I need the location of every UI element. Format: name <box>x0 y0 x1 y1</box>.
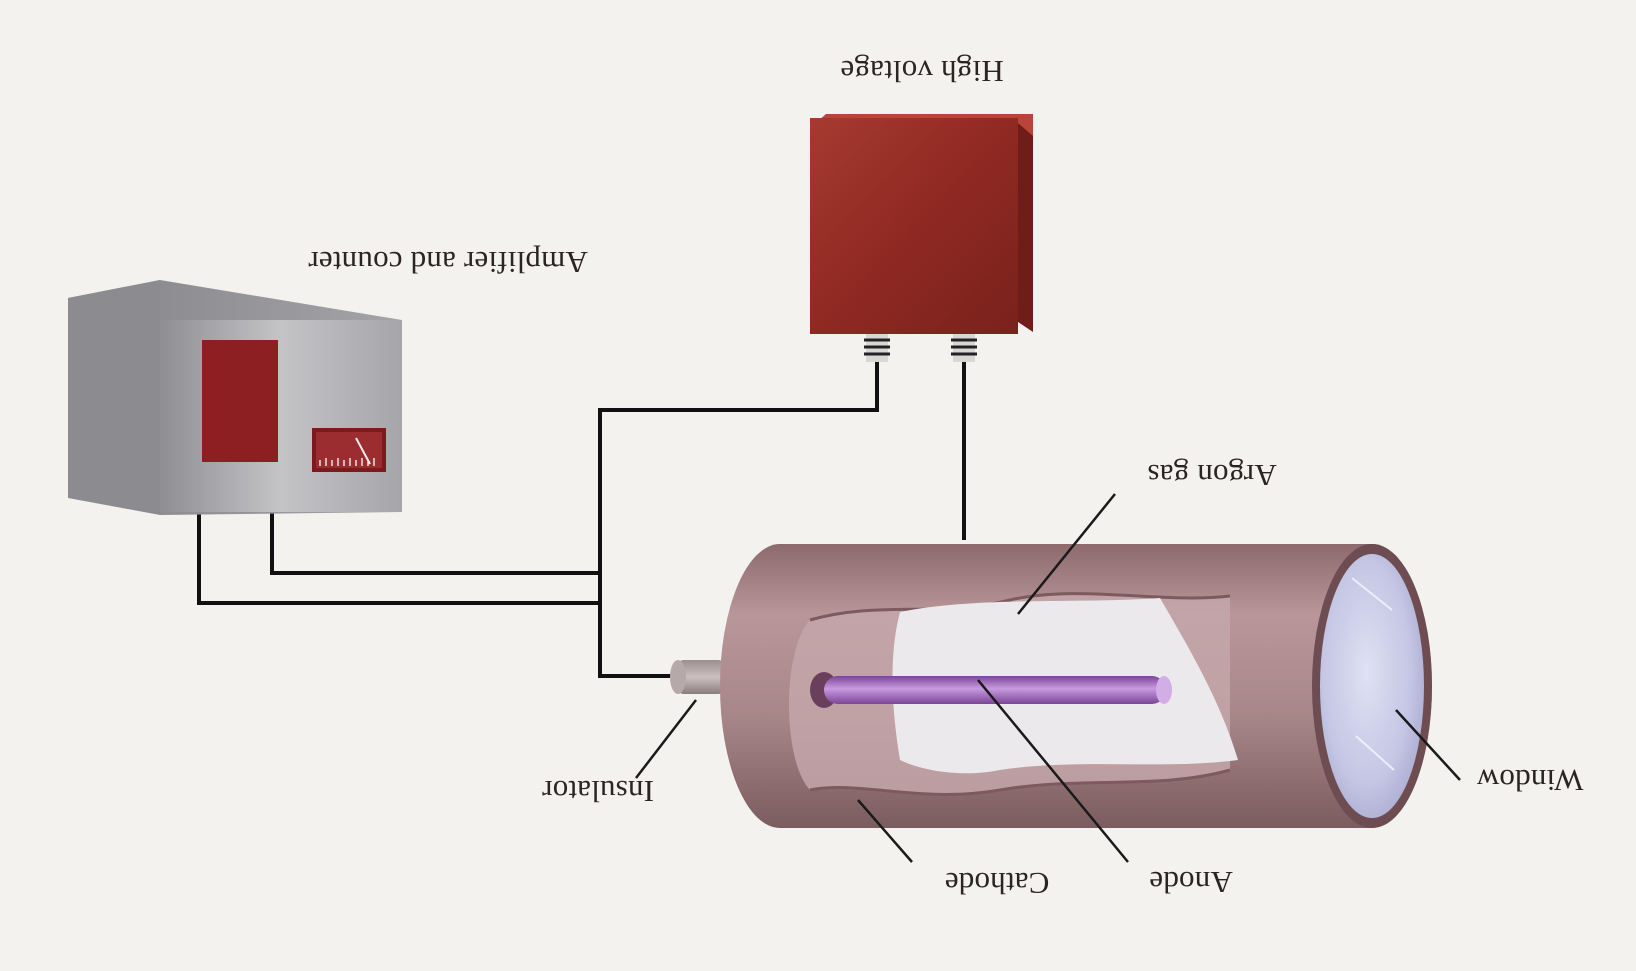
hv-connector-left <box>864 334 890 362</box>
leader-lines <box>635 493 1461 863</box>
leader-insulator <box>635 699 697 779</box>
label-amplifier-counter: Amplifier and counter <box>308 245 588 280</box>
leader-argon-gas <box>1017 493 1116 615</box>
geiger-tube <box>670 544 1432 828</box>
high-voltage-box <box>810 114 1033 362</box>
label-window: Window <box>1476 763 1584 798</box>
label-high-voltage: High voltage <box>840 54 1004 89</box>
label-anode: Anode <box>1149 865 1233 900</box>
wire-hv-to-insulator <box>598 360 879 678</box>
tube-window <box>1312 544 1432 828</box>
anode-rod <box>810 672 1172 708</box>
hv-connector-right <box>951 334 977 362</box>
label-insulator: Insulator <box>542 774 654 809</box>
label-cathode: Cathode <box>944 866 1050 901</box>
label-argon-gas: Argon gas <box>1147 458 1277 493</box>
wire-amp-2 <box>197 500 600 605</box>
wires <box>197 360 966 678</box>
leader-anode <box>977 679 1129 863</box>
leader-window <box>1395 709 1461 781</box>
leader-cathode <box>857 799 913 863</box>
amplifier-display <box>202 340 278 462</box>
amplifier-meter <box>312 428 386 472</box>
wire-amp-1 <box>270 505 600 575</box>
amplifier-counter-box <box>68 280 402 515</box>
insulator-nub <box>670 660 726 694</box>
